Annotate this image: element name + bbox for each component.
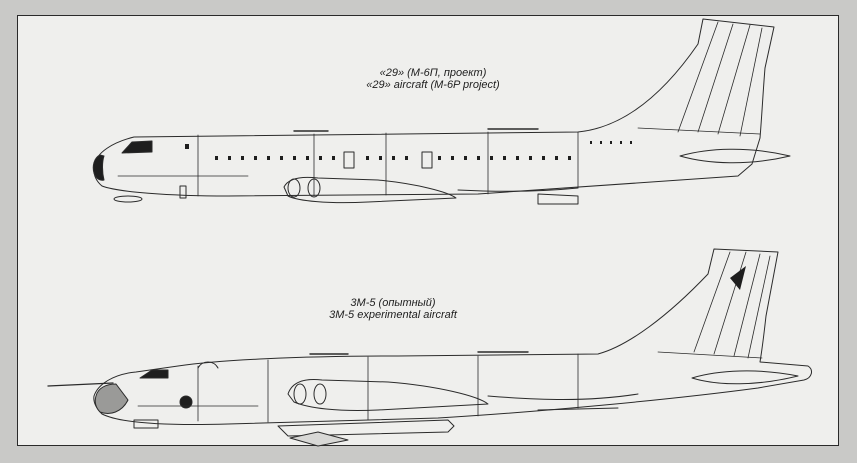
bottom-fuselage (93, 248, 812, 426)
aircraft-side-views (47, 18, 812, 447)
bottom-aircraft-side-view (47, 248, 812, 447)
bottom-glazed-nose (94, 383, 129, 414)
bottom-cockpit-canopy (139, 369, 169, 379)
bottom-aircraft-caption: 3М-5 (опытный) 3M-5 experimental aircraf… (253, 297, 533, 321)
bottom-dorsal-blister (197, 361, 219, 369)
top-door-mid-2 (421, 151, 433, 169)
top-frame-lines (117, 131, 579, 197)
bottom-refuel-probe (47, 382, 114, 387)
top-caption-ru: «29» (М-6П, проект) (379, 67, 487, 79)
top-engine-intake-1 (287, 178, 301, 198)
bottom-dorsal-fairings (309, 351, 529, 355)
top-wing-fairing (457, 187, 579, 205)
bottom-frame-lines (137, 353, 579, 423)
bottom-caption-ru: 3М-5 (опытный) (350, 297, 436, 309)
top-nose-cone (92, 154, 105, 181)
bottom-nose-gear (133, 419, 159, 429)
bottom-wing (487, 393, 639, 411)
top-engine-nacelle (283, 176, 457, 204)
bottom-caption-en: 3M-5 experimental aircraft (329, 309, 457, 321)
top-nose-gear-fairing (113, 195, 143, 203)
top-aircraft-side-view (92, 18, 791, 205)
drawing-frame: «29» (М-6П, проект) «29» aircraft (M-6P … (17, 15, 839, 447)
top-door-front (179, 185, 187, 199)
top-engine-intake-2 (307, 178, 321, 198)
top-aircraft-caption: «29» (М-6П, проект) «29» aircraft (M-6P … (308, 67, 558, 91)
top-door-mid-1 (343, 151, 355, 169)
top-stabilizer (679, 148, 791, 164)
top-caption-en: «29» aircraft (M-6P project) (366, 79, 500, 91)
top-fuselage (93, 18, 775, 197)
bottom-engine-intake-1 (293, 383, 307, 405)
top-tail-fin (637, 21, 763, 137)
bottom-stabilizer (691, 370, 799, 385)
bottom-engine-nacelle (287, 379, 489, 412)
bottom-tail-fin (657, 251, 771, 359)
top-dorsal-fairings (293, 128, 539, 132)
bottom-ventral-store (277, 419, 455, 437)
bottom-nose-turret (179, 395, 193, 409)
top-cockpit-windows (121, 140, 153, 154)
bottom-drop-tank (289, 431, 349, 447)
bottom-engine-intake-2 (313, 383, 327, 405)
top-window-row (185, 141, 632, 160)
